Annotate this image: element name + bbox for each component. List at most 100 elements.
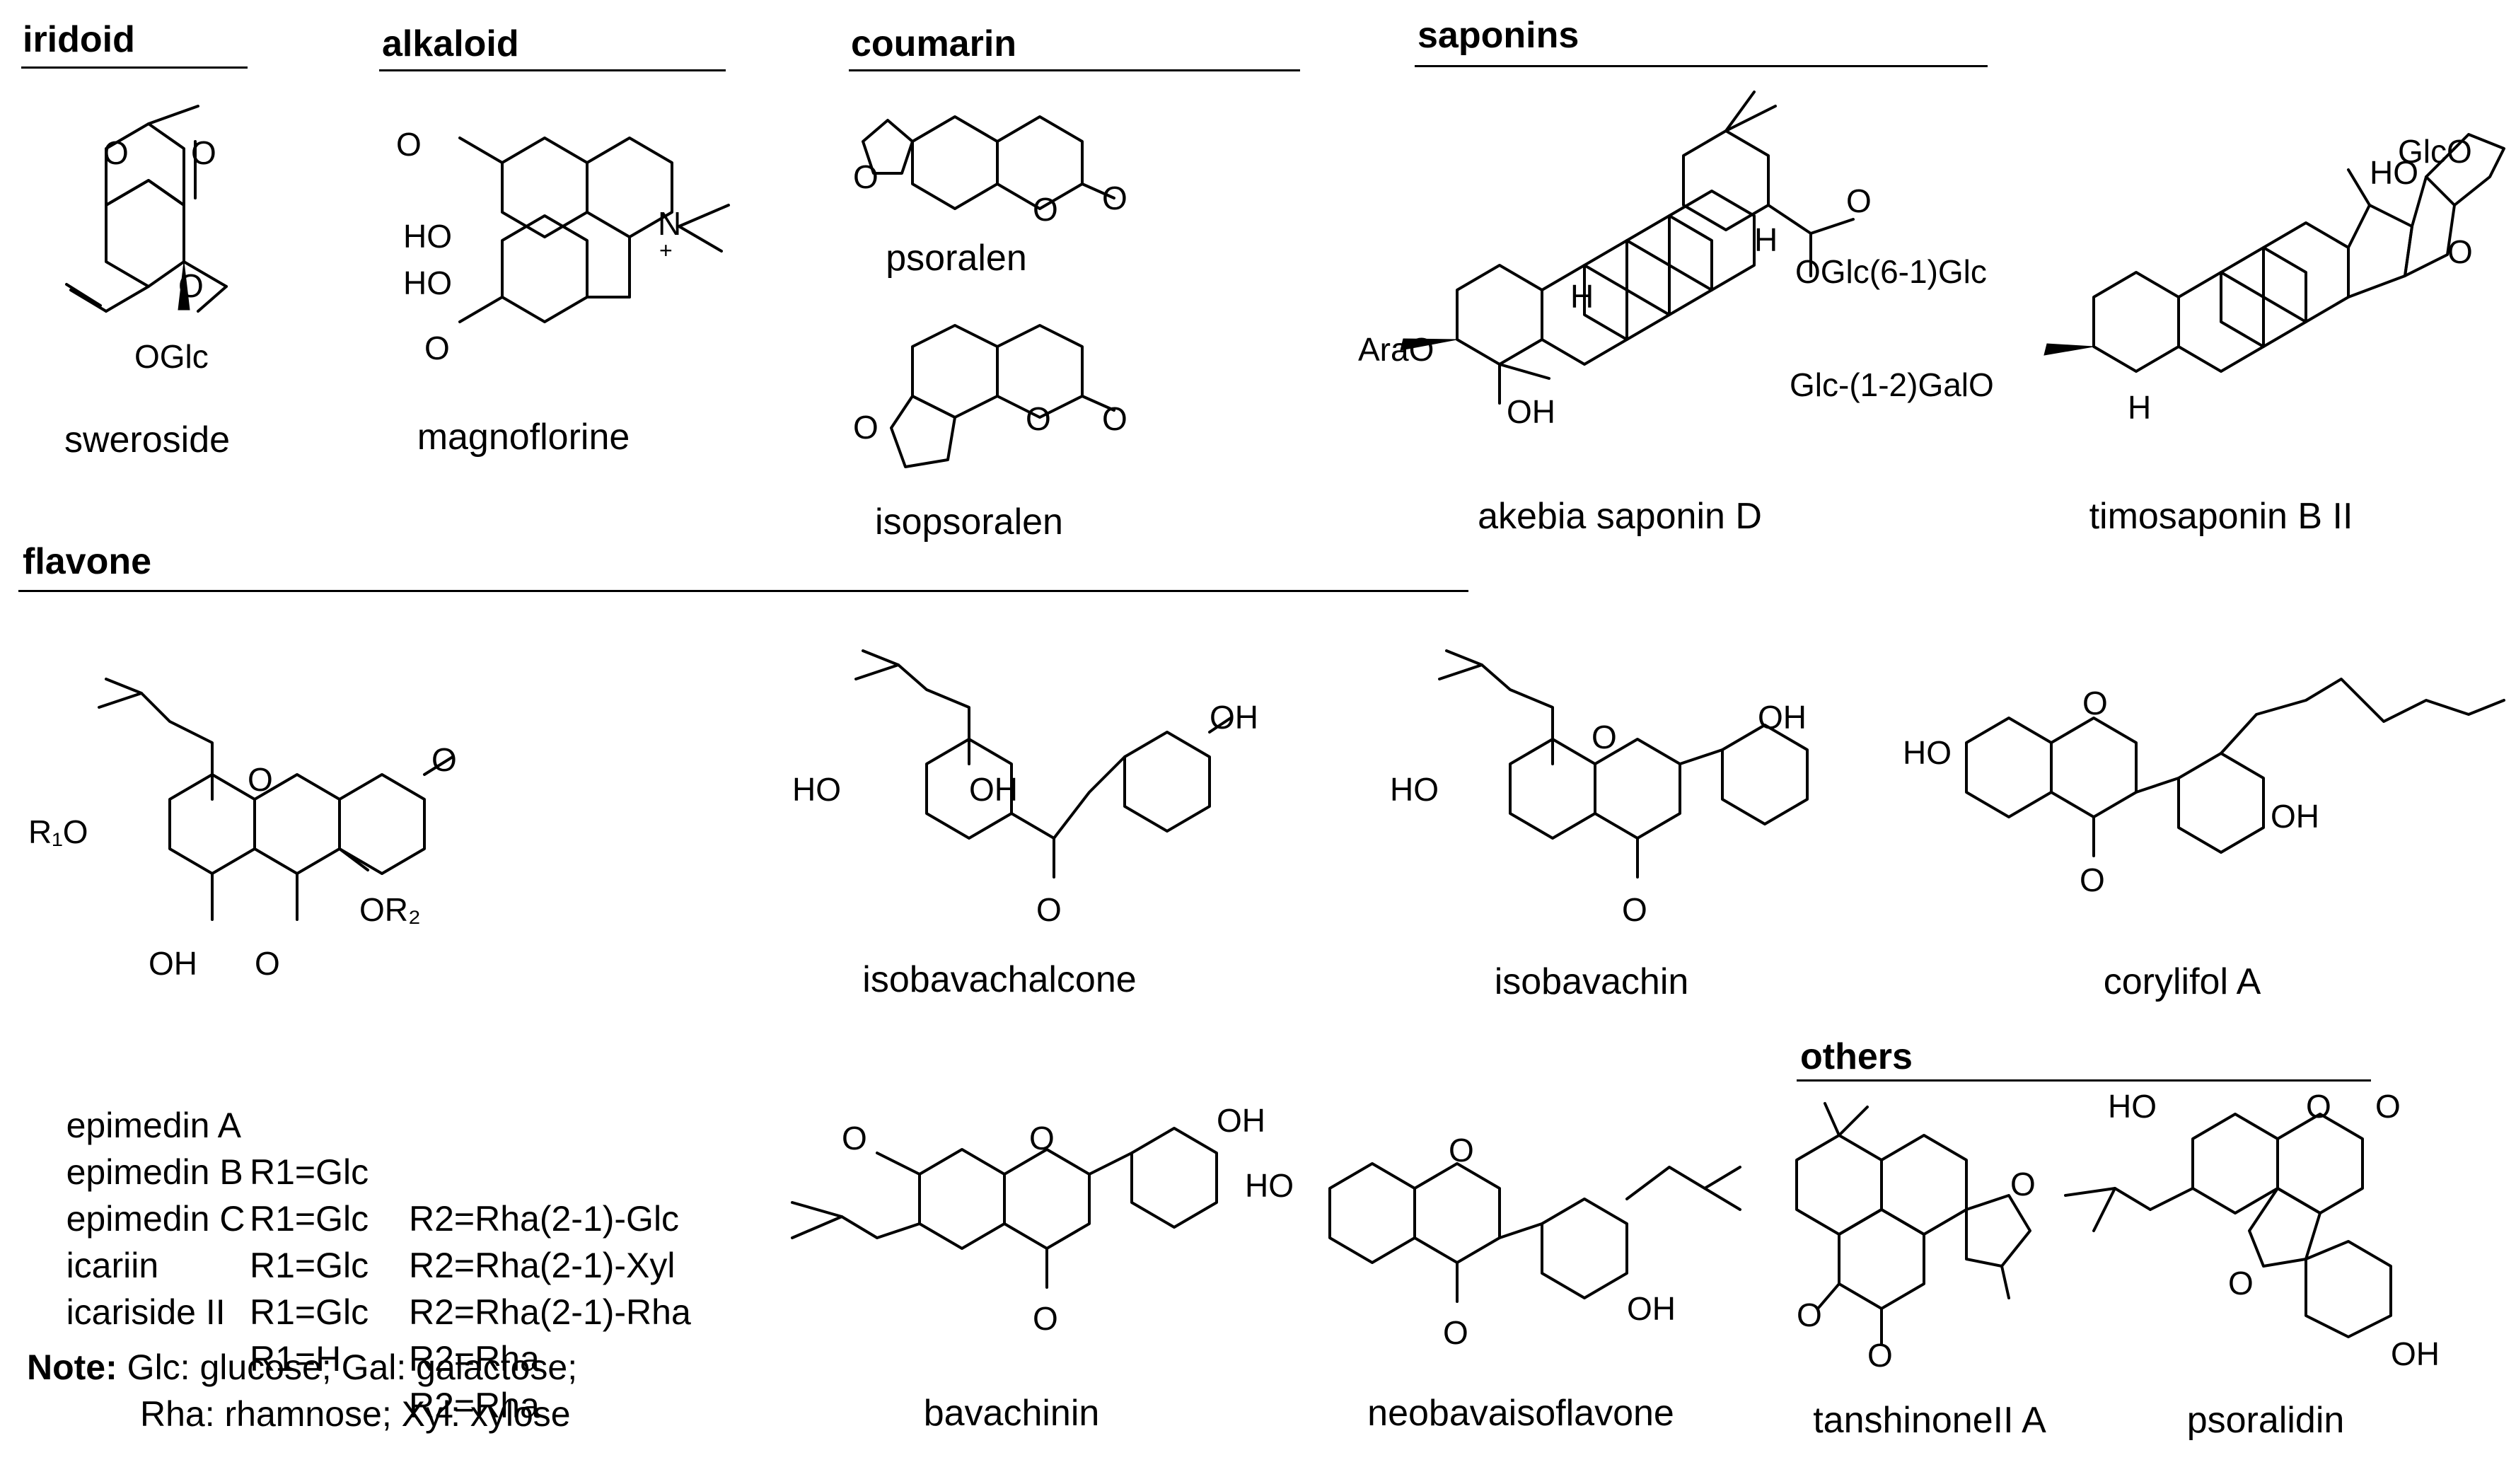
section-rule-alkaloid [379,69,726,71]
r1o-label: R₁O [28,813,88,850]
pyran-oxygen-label: O [1029,1120,1055,1157]
compound-name-sweroside: sweroside [64,419,231,460]
quinone-oxygen-label: O [1797,1297,1822,1333]
flavonol-core-structure: R₁O O O OR₂ OH O [28,678,481,990]
psoralidin-structure: HO O O O OH [2037,1088,2490,1379]
lactone-oxygen-label: O [1026,400,1051,437]
note-line-2: Rha: rhamnose; Xyl: xylose [140,1394,571,1434]
carbonyl-oxygen-label: O [1622,891,1647,928]
derivative-r2: R2=Rha [409,1339,540,1379]
carbonyl-oxygen-label: O [2375,1088,2401,1125]
hydroxyl-label: HO [403,265,452,301]
or2-label: OR₂ [359,891,421,928]
lactone-oxygen-label: O [2306,1088,2331,1125]
compound-name-isobavachalcone: isobavachalcone [862,959,1137,1000]
hydroxyl-label: OH [1217,1102,1265,1139]
furan-oxygen-label: O [2010,1166,2036,1202]
akebia-saponin-d-structure: AraO OH H H O OGlc(6-1)Glc [1358,91,2037,439]
hydroxyl-label: OH [2391,1335,2440,1372]
derivative-name: epimedin C [66,1199,245,1239]
neobavaisoflavone-structure: HO O O OH [1245,1132,1782,1365]
timosaponin-b2-structure: Glc-(1-2)GalO HO GlcO O H [1790,120,2511,439]
compound-name-psoralidin: psoralidin [2186,1400,2345,1441]
hydroxyl-label: HO [1903,734,1952,771]
psoralen-structure: O O O [835,92,1127,228]
compound-name-psoralen: psoralen [886,238,1027,279]
furan-oxygen-label: O [853,409,879,446]
derivative-r2: R2=Rha(2-1)-Glc [409,1199,680,1239]
carbonyl-oxygen-label: O [1036,891,1062,928]
hydroxyl-label: OH [1210,699,1258,736]
derivative-name: epimedin B [66,1152,243,1192]
derivative-name: icariin [66,1246,159,1285]
hydroxyl-label: OH [2271,798,2319,835]
compound-name-neobavaisoflavone: neobavaisoflavone [1367,1393,1674,1434]
derivative-name: icariside II [66,1292,226,1332]
compound-name-isobavachin: isobavachin [1494,961,1689,1002]
isobavachalcone-structure: HO OH OH O [792,649,1259,948]
derivative-row: epimedin B R1=Glc R2=Rha(2-1)-Xyl [27,1102,676,1335]
compound-name-corylifol-a: corylifol A [2103,961,2261,1002]
section-title-iridoid: iridoid [23,19,135,60]
hydroxyl-label: OH [1758,699,1807,736]
arao-label: AraO [1358,331,1434,368]
oglc-label: OGlc [134,338,209,375]
hydroxyl-label: HO [1245,1167,1294,1204]
stereo-h-label: H [1570,278,1594,315]
section-title-alkaloid: alkaloid [382,23,519,64]
carbonyl-oxygen-label: O [255,945,280,982]
abbreviation-note: Note: Glc: glucose; Gal: galactose; Rha:… [27,1344,734,1440]
glco-label: GlcO [2398,133,2472,170]
stereo-h-label: H [1754,221,1778,258]
derivative-r1: R1=Glc [250,1246,369,1285]
stereo-h-label: H [2128,389,2151,426]
plus-charge-label: + [659,238,673,263]
hydroxyl-label: HO [2108,1088,2157,1125]
hydroxyl-label: HO [403,218,452,255]
section-rule-iridoid [21,66,248,69]
hydroxyl-label: HO [1390,771,1439,808]
compound-name-isopsoralen: isopsoralen [875,502,1063,543]
chromone-oxygen-label: O [2082,685,2108,721]
methoxy-oxygen-label: O [396,126,422,163]
flavone-derivative-table: epimedin A R1=Glc R2=Rha(2-1)-Glc epimed… [27,1055,763,1425]
section-title-saponins: saponins [1418,15,1579,56]
section-title-coumarin: coumarin [851,23,1017,64]
derivative-r1: R1=H [250,1339,342,1379]
carbonyl-oxygen-label: O [191,134,216,171]
compound-name-bavachinin: bavachinin [923,1393,1100,1434]
nitrogen-label: N [658,205,681,242]
derivative-r2: R2=Rha(2-1)-Rha [409,1292,691,1332]
methoxy-oxygen-label: O [431,741,457,778]
tanshinone2a-structure: O O O [1782,1102,2080,1386]
compound-name-timosaponin-b2: timosaponin B II [2089,496,2353,537]
derivative-r2: R2=Rha(2-1)-Xyl [409,1246,676,1285]
carbonyl-oxygen-label: O [1102,400,1127,437]
isobavachin-structure: HO O OH O [1390,649,1843,948]
derivative-row: epimedin C R1=Glc R2=Rha(2-1)-Rha [27,1149,691,1382]
hydroxyl-label: OH [1627,1290,1676,1327]
methoxy-oxygen-label: O [424,330,450,366]
furan-oxygen-label: O [2228,1265,2254,1302]
derivative-row: icariin R1=Glc R2=Rha [27,1195,540,1429]
derivative-row: icariside II R1=H R2=Rha [27,1242,540,1476]
methoxy-oxygen-label: O [842,1120,867,1157]
pyranone-oxygen-label: O [248,761,273,798]
bavachinin-structure: O O OH O [750,1096,1265,1351]
furan-oxygen-label: O [853,158,879,195]
derivative-r2: R2=Rha [409,1386,540,1425]
carbonyl-oxygen-label: O [1102,180,1127,216]
isopsoralen-structure: O O O [835,324,1127,495]
derivative-r1: R1=Glc [250,1152,369,1192]
sweroside-structure: O O O OGlc [21,105,276,417]
hydroxyl-label: HO [2370,154,2418,191]
note-heading: Note: [27,1347,117,1387]
section-rule-coumarin [849,69,1300,71]
carbonyl-oxygen-label: O [2080,862,2105,898]
note-line-1: Glc: glucose; Gal: galactose; [127,1347,578,1387]
lactone-oxygen-label: O [1033,191,1058,228]
pyran-oxygen-label: O [1592,719,1617,755]
compound-name-tanshinone2a: tanshinoneII A [1813,1400,2046,1441]
spiro-oxygen-label: O [2447,233,2473,270]
quinone-oxygen-label: O [1867,1337,1893,1374]
